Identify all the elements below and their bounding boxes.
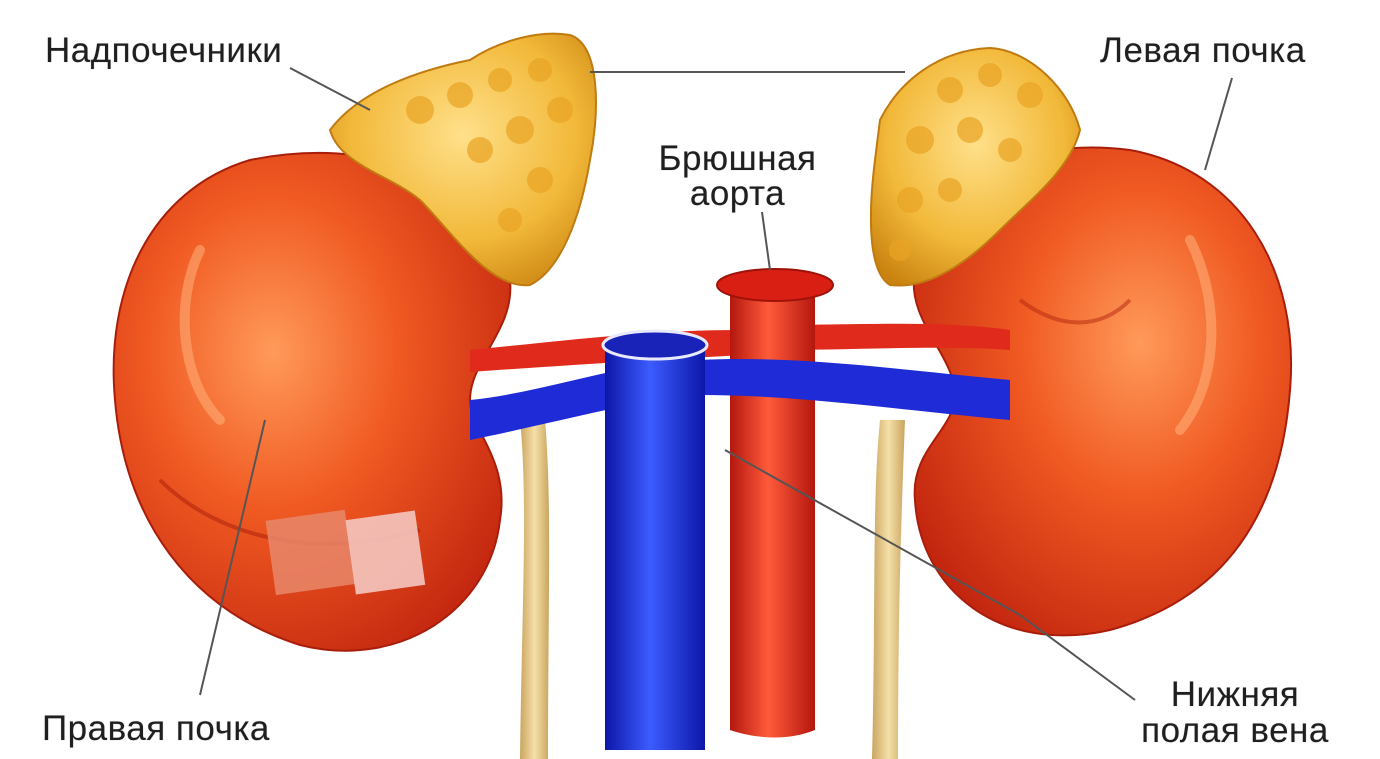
adrenal-glands-label: Надпочечники xyxy=(45,32,282,70)
inferior-vena-cava xyxy=(605,339,705,750)
left-kidney-label: Левая почка xyxy=(1100,32,1306,70)
aorta-top-opening xyxy=(717,269,833,301)
abdominal-aorta xyxy=(730,290,815,738)
inferior-vena-cava-label-line2: полая вена xyxy=(1110,712,1360,750)
right-kidney-cutaway xyxy=(266,510,356,595)
right-ureter xyxy=(520,420,549,759)
left-ureter xyxy=(872,420,905,759)
abdominal-aorta-label-line2: аорта xyxy=(630,175,845,213)
right-kidney-label: Правая почка xyxy=(42,710,270,748)
vena-cava-top-opening xyxy=(603,331,707,359)
inferior-vena-cava-label-line1: Нижняя xyxy=(1110,676,1360,714)
right-kidney-cutaway-inner xyxy=(345,510,425,594)
abdominal-aorta-label-line1: Брюшная xyxy=(630,140,845,178)
